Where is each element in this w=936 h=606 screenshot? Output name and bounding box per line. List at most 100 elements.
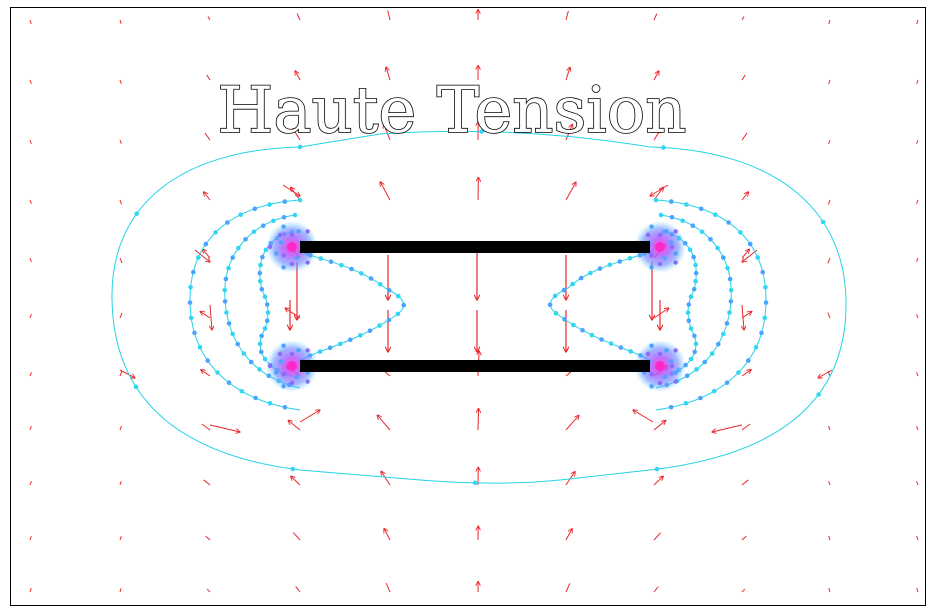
field-sample-dot (248, 359, 254, 365)
field-arrow-icon (206, 74, 211, 81)
field-arrow-icon (741, 423, 751, 431)
field-sample-dot (683, 401, 689, 406)
field-arrow-icon (206, 588, 211, 593)
field-arrow-icon (29, 314, 32, 319)
field-hotspot-dot (649, 372, 654, 377)
equipotential-lines (111, 130, 847, 484)
field-arrow-icon (828, 19, 831, 24)
field-hotspot-dot (305, 260, 310, 265)
field-sample-dot (396, 293, 401, 299)
field-arrow-icon (385, 583, 391, 593)
field-arrow-icon (565, 182, 576, 201)
field-arrow-icon (292, 532, 301, 541)
field-arrow-icon (828, 139, 831, 144)
field-arrow-icon (741, 249, 749, 259)
field-hotspot-dot (294, 374, 299, 380)
field-sample-dot (608, 341, 614, 346)
field-hotspot-dot (662, 255, 667, 261)
field-sample-dot (479, 129, 484, 134)
field-arrow-icon (288, 420, 301, 431)
field-sample-dot (251, 229, 257, 235)
field-arrow-icon (299, 410, 320, 423)
field-arrow-icon (119, 588, 122, 593)
field-arrow-icon (119, 370, 123, 377)
field-sample-dot (377, 323, 382, 328)
field-arrow-icon (205, 535, 211, 541)
field-arrow-icon (827, 199, 831, 205)
field-sample-dot (725, 265, 730, 271)
field-arrow-icon (119, 19, 122, 24)
field-sample-dot (225, 220, 230, 225)
field-sample-dot (684, 202, 689, 207)
field-hotspot-dot (305, 348, 310, 353)
field-sample-dot (226, 321, 232, 326)
field-hotspot-dot (673, 379, 678, 384)
field-sample-dot (267, 401, 273, 406)
field-arrow-icon (653, 532, 662, 541)
field-arrow-icon (741, 311, 752, 319)
field-sample-dot (698, 395, 703, 401)
field-arrow-icon (478, 408, 479, 431)
field-sample-dot (578, 275, 584, 281)
field-sample-dot (281, 215, 287, 220)
field-hotspot-dot (274, 370, 279, 375)
field-sample-dot (724, 380, 730, 386)
field-arrow-icon (916, 199, 919, 204)
field-sample-dot (258, 278, 263, 284)
field-arrow-icon (119, 481, 122, 486)
field-sample-dot (688, 294, 694, 300)
field-sample-dot (271, 218, 276, 224)
field-sample-dot (259, 349, 264, 355)
field-hotspot-dot (289, 351, 295, 357)
field-sample-dot (687, 247, 693, 253)
field-sample-dot (262, 294, 268, 300)
field-sample-dot (191, 269, 196, 275)
field-sample-dot (713, 212, 718, 217)
field-sample-dot (262, 326, 268, 331)
field-sample-dot (377, 282, 383, 287)
field-hotspot-dot (649, 265, 654, 270)
field-arrow-icon (828, 481, 831, 486)
field-hotspot-dot (296, 348, 301, 353)
field-sample-dot (570, 281, 575, 287)
field-arrow-icon (653, 308, 669, 319)
field-hotspot-dot (664, 229, 669, 234)
field-sample-dot (133, 384, 139, 390)
field-sample-dot (562, 317, 567, 322)
field-sample-dot (358, 333, 363, 338)
field-sample-dot (727, 276, 733, 282)
field-sample-dot (203, 241, 209, 247)
field-sample-dot (265, 310, 271, 315)
field-hotspot-dot (657, 261, 663, 267)
field-sample-dot (654, 466, 660, 472)
field-arrow-icon (653, 420, 666, 431)
field-hotspot-dot (278, 240, 284, 245)
field-sample-dot (728, 287, 734, 293)
field-arrow-icon (119, 536, 122, 541)
field-sample-dot (196, 255, 201, 260)
field-hotspot-dot (668, 240, 674, 245)
field-arrow-icon (204, 132, 211, 141)
field-sample-dot (686, 318, 692, 324)
field-hotspot-dot (278, 359, 284, 364)
field-arrow-icon (209, 424, 240, 432)
field-hotspot-dot (649, 384, 654, 389)
field-sample-dot (260, 223, 266, 228)
field-sample-dot (627, 255, 633, 261)
field-arrow-icon (210, 304, 212, 330)
field-sample-dot (260, 254, 265, 260)
field-arrow-icon (204, 192, 211, 201)
field-hotspots (266, 221, 686, 392)
field-hotspot-dot (281, 224, 286, 229)
field-sample-dot (318, 256, 324, 261)
field-sample-dot (617, 259, 623, 264)
field-arrow-icon (741, 192, 748, 201)
field-sample-dot (222, 299, 228, 304)
field-sample-dot (238, 212, 243, 217)
field-sample-dot (753, 345, 759, 350)
field-sample-dot (197, 345, 203, 350)
field-sample-dot (736, 370, 741, 375)
field-sample-dot (716, 341, 721, 347)
field-hotspot-dot (657, 232, 663, 238)
